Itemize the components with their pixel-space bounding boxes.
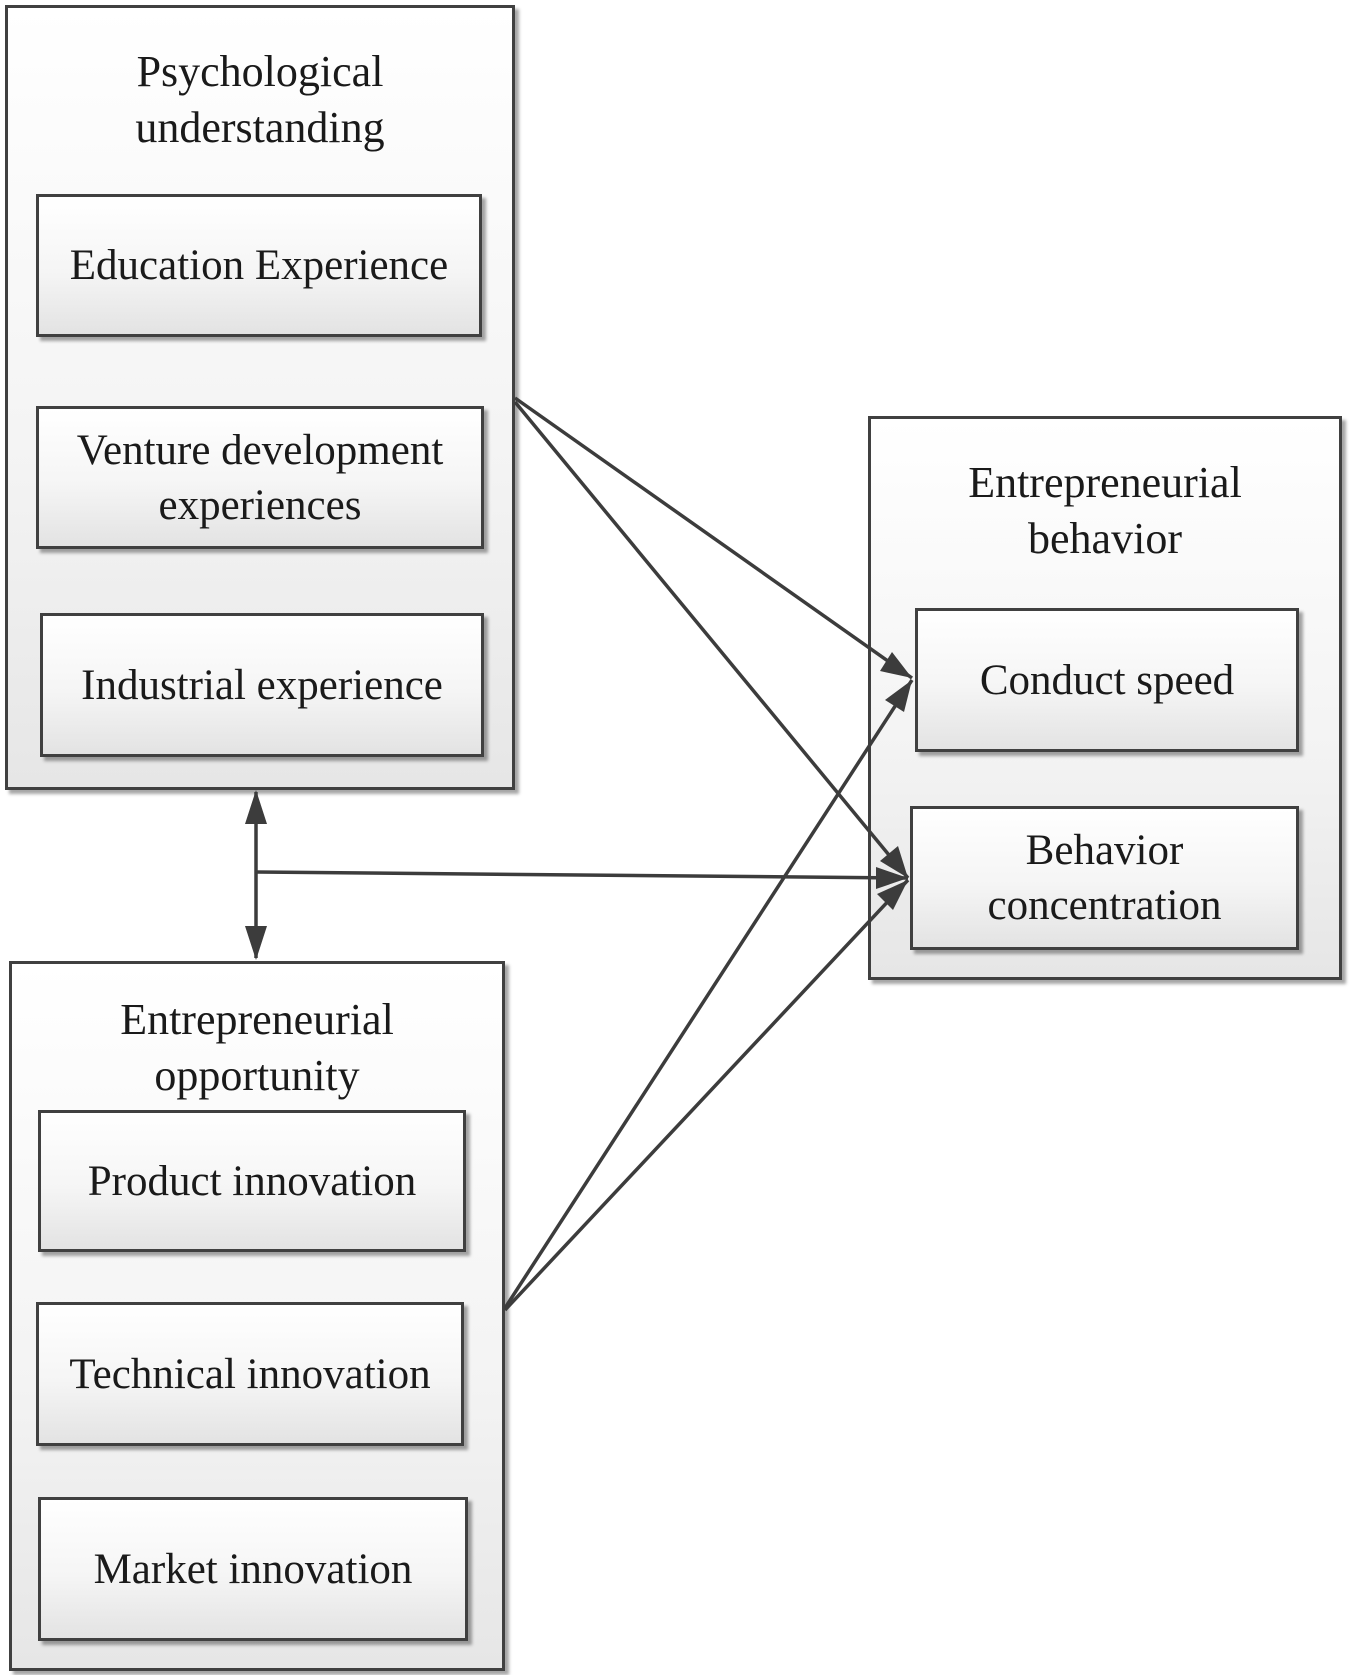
arrow-psych-to-speed [513,396,914,680]
node-industrial-experience: Industrial experience [40,613,484,757]
group-title-behavior: Entrepreneurial behavior [871,455,1339,567]
title-line: understanding [135,103,385,152]
node-label: Technical innovation [69,1350,431,1398]
node-label: Behavior concentration [987,823,1221,933]
title-line: Entrepreneurial [120,995,394,1044]
node-venture-development-experiences: Venture development experiences [36,406,484,549]
arrow-opportunity-to-concentration [503,878,910,1312]
node-label: Industrial experience [81,661,443,709]
label-line: experiences [158,481,362,529]
node-market-innovation: Market innovation [38,1497,468,1641]
node-label: Venture development experiences [77,423,444,533]
node-conduct-speed: Conduct speed [915,608,1299,752]
label-line: concentration [987,882,1222,929]
node-label: Conduct speed [979,656,1235,704]
label-line: Behavior [1025,827,1184,874]
node-product-innovation: Product innovation [38,1110,466,1252]
title-line: opportunity [154,1051,360,1100]
group-title-psychological: Psychological understanding [8,44,512,156]
node-label: Education Experience [69,242,449,289]
node-education-experience: Education Experience [36,194,482,337]
arrowhead-icon [245,926,267,960]
arrow-psych-to-concentration [513,400,910,880]
node-label: Product innovation [87,1157,417,1205]
label-line: Venture development [76,426,444,474]
group-title-opportunity: Entrepreneurial opportunity [12,992,502,1104]
title-line: behavior [1028,514,1182,563]
title-line: Entrepreneurial [968,458,1242,507]
title-line: Psychological [136,47,384,96]
node-technical-innovation: Technical innovation [36,1302,464,1446]
arrow-moderator-to-concentration [255,870,909,880]
node-label: Market innovation [93,1545,413,1593]
node-behavior-concentration: Behavior concentration [910,806,1299,950]
arrowhead-icon [245,790,267,824]
arrow-opportunity-to-speed [503,679,914,1309]
